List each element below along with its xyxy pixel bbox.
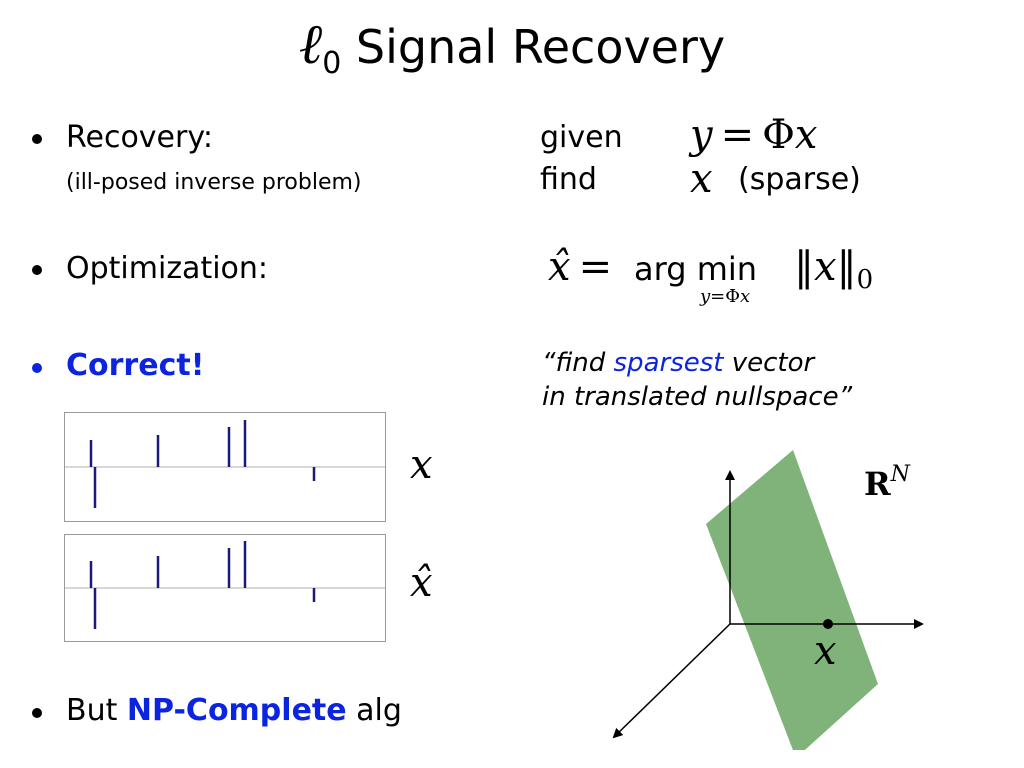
signal-panel-x (64, 412, 386, 522)
signal-plot-xhat (65, 541, 385, 629)
panel-label-xhat: x̂ (410, 560, 433, 606)
bullet-correct-label: Correct! (66, 348, 205, 383)
signal-panel-xhat (64, 534, 386, 642)
bullet-recovery-note: (ill-posed inverse problem) (66, 170, 362, 195)
quote-line-2: in translated nullspace” (542, 382, 853, 412)
bullet-icon (32, 708, 42, 718)
solution-point (823, 619, 833, 629)
page-title: ℓ0 Signal Recovery (0, 12, 1024, 81)
find-note: (sparse) (738, 162, 861, 197)
argmin-constraint: y=Φx (700, 286, 751, 307)
given-label: given (540, 120, 623, 155)
title-subscript: 0 (322, 46, 342, 81)
optimization-equation: x̂= (548, 244, 613, 290)
axis-depth (612, 623, 731, 739)
measurement-equation: y=Φx (690, 112, 818, 158)
find-label: find (540, 162, 597, 197)
translated-nullspace-plane (706, 450, 878, 750)
bullet-icon (32, 265, 42, 275)
l0-norm: ‖x‖0 (794, 244, 874, 295)
bullet-optimization-label: Optimization: (66, 251, 269, 286)
ell-symbol: ℓ (298, 12, 323, 77)
title-text: Signal Recovery (355, 20, 726, 74)
bullet-icon (32, 363, 42, 373)
panel-label-x: x (410, 442, 433, 488)
signal-plot-x (65, 420, 385, 508)
point-label-x: x (814, 628, 837, 674)
xhat-symbol: x̂ (548, 244, 571, 290)
argmin-operator: arg min (634, 250, 758, 288)
space-label: RN (864, 462, 910, 503)
bullet-recovery-label: Recovery: (66, 120, 214, 155)
bullet-icon (32, 134, 42, 144)
bullet-np-complete: But NP-Complete alg (66, 693, 402, 728)
quote-line-1: “find sparsest vector (542, 348, 815, 378)
find-variable: x (690, 156, 713, 202)
nullspace-diagram (612, 450, 924, 750)
